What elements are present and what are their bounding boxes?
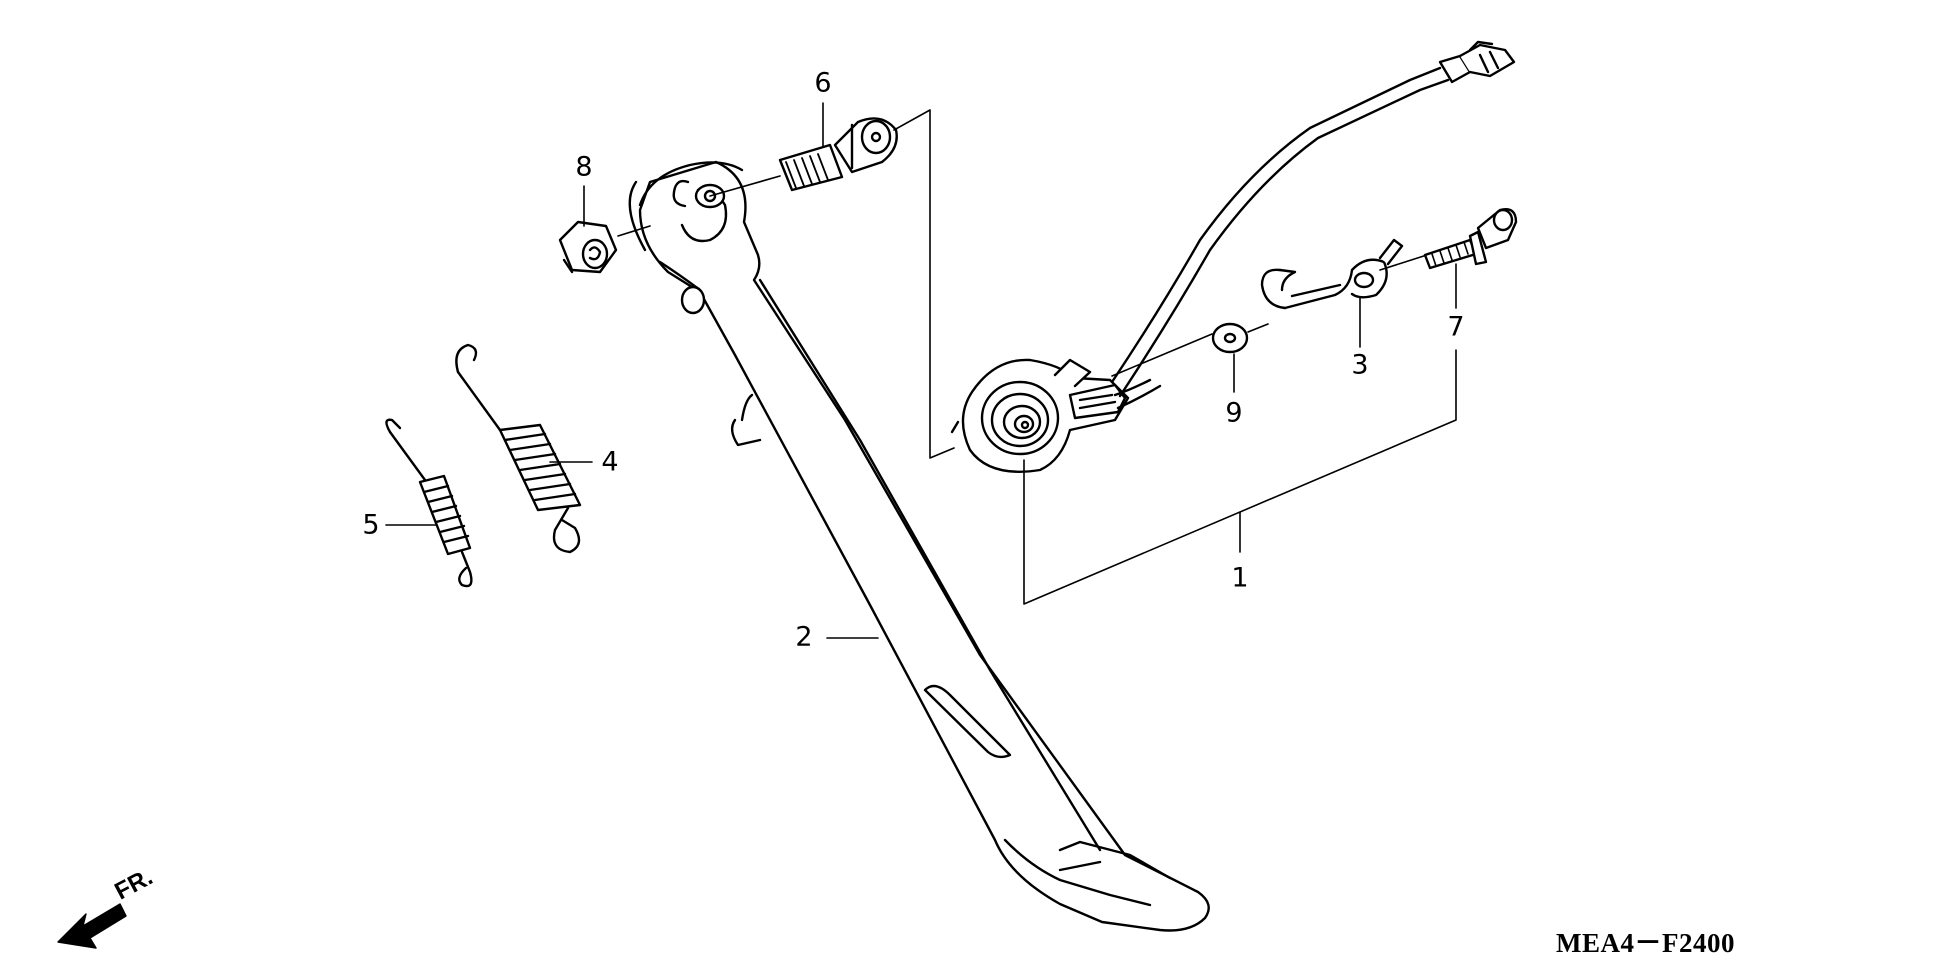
callout-1: 1 bbox=[1231, 562, 1249, 594]
pivot-bolt-drawing bbox=[709, 117, 898, 197]
leader-lines bbox=[385, 102, 1457, 639]
callout-2: 2 bbox=[795, 621, 813, 653]
callout-7: 7 bbox=[1447, 311, 1465, 343]
switch-bracket-drawing bbox=[1260, 238, 1404, 310]
side-stand-switch-drawing bbox=[950, 358, 1162, 473]
callout-9: 9 bbox=[1225, 397, 1243, 429]
callout-8: 8 bbox=[575, 151, 593, 183]
side-stand-drawing bbox=[628, 160, 1210, 932]
small-spring-drawing bbox=[385, 418, 473, 588]
flange-bolt-drawing bbox=[1423, 208, 1518, 270]
front-arrow-icon bbox=[57, 903, 127, 949]
callout-5: 5 bbox=[362, 509, 380, 541]
washer-drawing bbox=[1211, 322, 1249, 354]
callout-6: 6 bbox=[814, 67, 832, 99]
lock-nut-drawing bbox=[558, 220, 618, 274]
callout-3: 3 bbox=[1351, 349, 1369, 381]
callout-4: 4 bbox=[601, 446, 619, 478]
diagram-code-label: MEA4－F2400 bbox=[1556, 928, 1735, 958]
switch-cable bbox=[1110, 40, 1516, 398]
large-spring-drawing bbox=[455, 343, 582, 554]
